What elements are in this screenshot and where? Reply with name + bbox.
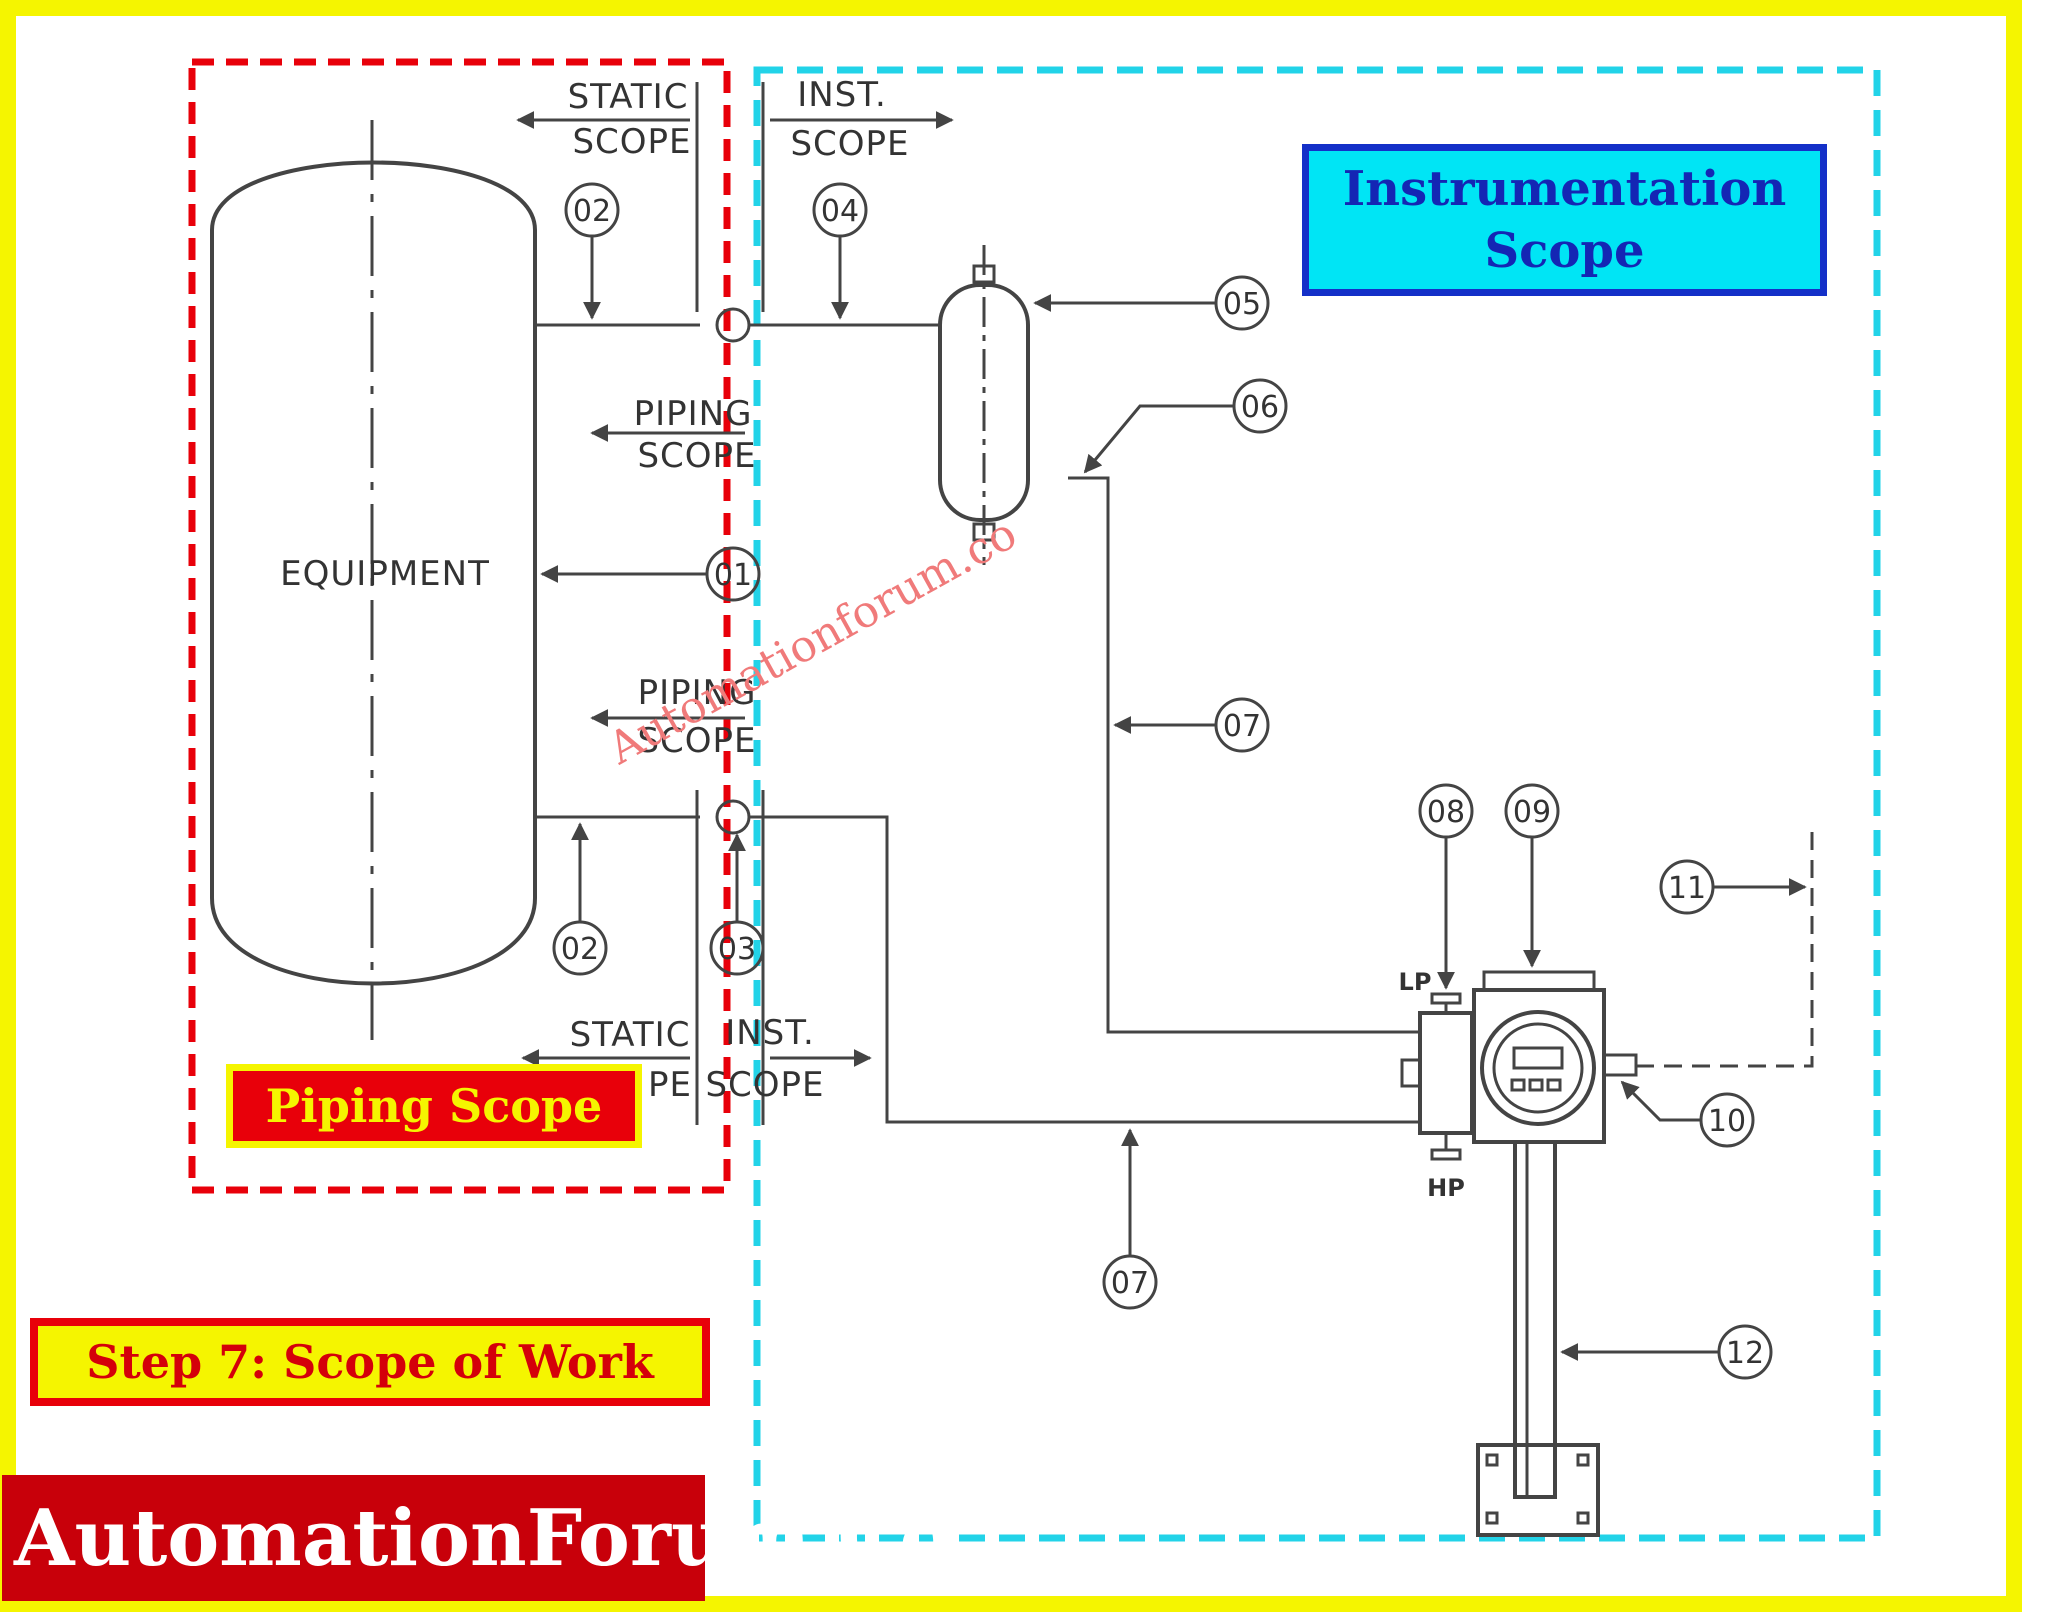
equipment-vessel: [210, 160, 537, 986]
inst-scope-bottom-line2: SCOPE: [705, 1065, 824, 1105]
callout-09: 09: [1513, 795, 1551, 830]
callout-01: 01: [714, 558, 752, 593]
callout-10: 10: [1708, 1104, 1746, 1139]
base-bolt-1: [1485, 1453, 1499, 1467]
transmitter-lcd: [1512, 1046, 1564, 1070]
instrumentation-scope-region: [753, 66, 1881, 1542]
equipment-label: EQUIPMENT: [280, 554, 490, 594]
transmitter-key-3: [1546, 1078, 1562, 1092]
hp-impulse-tubing: [750, 815, 1420, 1124]
hp-label: HP: [1427, 1174, 1465, 1202]
callout-12: 12: [1726, 1336, 1764, 1371]
callout-05: 05: [1223, 287, 1261, 322]
lp-label: LP: [1399, 968, 1432, 996]
signal-cable: [1636, 828, 1814, 1068]
transmitter-key-2: [1528, 1078, 1544, 1092]
piping-scope-a-line2: SCOPE: [637, 436, 756, 476]
inst-scope-top-line2: SCOPE: [790, 124, 909, 164]
callout-06-leader: [1083, 404, 1234, 474]
piping-scope-b-line2: SCOPE: [637, 721, 756, 761]
callout-02-top: 02: [573, 194, 611, 229]
transmitter-display-ring: [1492, 1022, 1584, 1114]
static-scope-top-line2: SCOPE: [572, 122, 691, 162]
transmitter-top-cover: [1482, 970, 1596, 992]
base-bolt-3: [1485, 1511, 1499, 1525]
seal-pot-bottom-cap: [972, 522, 996, 542]
transmitter-display-bezel: [1480, 1010, 1596, 1126]
callout-03: 03: [718, 932, 756, 967]
callout-04: 04: [821, 194, 859, 229]
callout-06: 06: [1241, 390, 1279, 425]
brand-logo: AutomationForum.Co: [2, 1475, 952, 1601]
lower-flange: [715, 799, 751, 835]
static-scope-bottom-line1: STATIC: [570, 1015, 691, 1055]
hp-vent-cap: [1430, 1148, 1462, 1161]
static-scope-bottom-line2: PE: [648, 1065, 692, 1105]
piping-scope-label: Piping Scope: [226, 1064, 642, 1148]
transmitter-key-1: [1510, 1078, 1526, 1092]
transmitter-manifold: [1418, 1011, 1474, 1135]
instrumentation-scope-label: Instrumentation Scope: [1302, 144, 1827, 296]
callout-07-bottom: 07: [1111, 1266, 1149, 1301]
base-bolt-2: [1576, 1453, 1590, 1467]
inst-scope-top-line1: INST.: [797, 75, 887, 115]
static-scope-top-line1: STATIC: [568, 77, 689, 117]
inst-scope-bottom-line1: INST.: [725, 1013, 815, 1053]
callout-07-right: 07: [1223, 709, 1261, 744]
piping-scope-b-line1: PIPING: [638, 673, 757, 713]
manifold-side-plug: [1400, 1058, 1422, 1088]
base-bolt-4: [1576, 1511, 1590, 1525]
callout-11: 11: [1668, 871, 1706, 906]
lp-impulse-tubing: [1068, 476, 1420, 1034]
step-title: Step 7: Scope of Work: [30, 1318, 710, 1406]
stand-base-plate: [1476, 1443, 1600, 1537]
piping-scope-region: [188, 58, 731, 1194]
callout-10-leader: [1620, 1080, 1701, 1122]
lp-vent-cap: [1430, 992, 1462, 1005]
callout-02-bottom: 02: [561, 932, 599, 967]
upper-flange: [715, 307, 751, 343]
cable-gland: [1602, 1053, 1638, 1077]
piping-scope-a-line1: PIPING: [634, 394, 753, 434]
seal-pot-top-cap: [972, 264, 996, 284]
stand-pipe: [1513, 1140, 1557, 1499]
callout-08: 08: [1427, 795, 1465, 830]
